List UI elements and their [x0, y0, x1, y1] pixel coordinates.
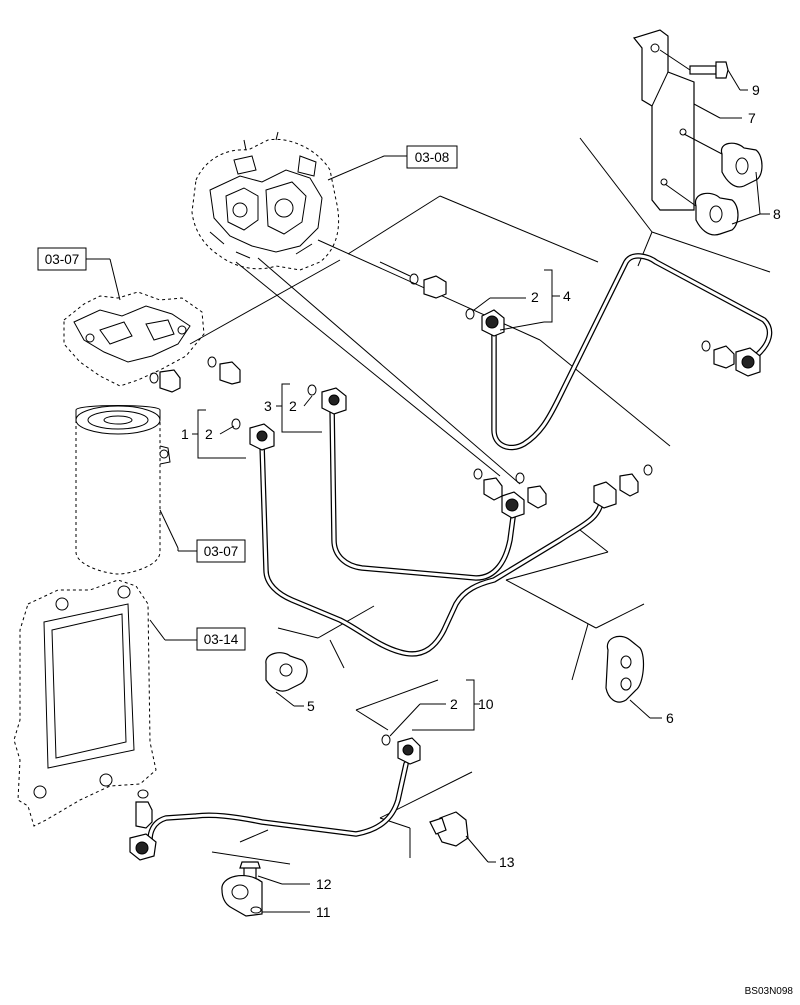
- callout-3: 3: [264, 398, 272, 414]
- callout-5: 5: [307, 698, 315, 714]
- pump-reference-label: 03-08: [384, 145, 458, 169]
- filter-head-drawing: [63, 259, 341, 387]
- tube-4: [491, 253, 773, 451]
- callout-12: 12: [316, 876, 332, 892]
- filter-head-reference-text: 03-07: [45, 252, 80, 267]
- filter-reference-label: 03-07: [177, 539, 246, 563]
- callout-11: 11: [316, 904, 331, 920]
- tube-1: [259, 441, 605, 657]
- tube-3: [329, 401, 517, 581]
- oil-cooler-drawing: [13, 579, 197, 827]
- filter-canister-drawing: [75, 405, 179, 575]
- cooler-reference-label: 03-14: [196, 627, 246, 651]
- callout-2-c: 2: [205, 426, 213, 442]
- callout-2-a: 2: [531, 289, 539, 305]
- bolt-12-leader: [282, 883, 310, 913]
- callout-1: 1: [181, 426, 189, 442]
- callout-4: 4: [563, 288, 571, 304]
- filter-reference-text: 03-07: [204, 544, 239, 559]
- hydraulic-pump-drawing: [191, 131, 385, 271]
- callout-7: 7: [748, 110, 756, 126]
- callout-2-b: 2: [289, 398, 297, 414]
- callout-9: 9: [752, 82, 760, 98]
- cooler-reference-text: 03-14: [204, 632, 239, 647]
- figure-id: BS03N098: [745, 986, 794, 997]
- clamp-11-drawing: [221, 874, 282, 917]
- clip-5-drawing: [265, 652, 308, 707]
- callout-2-d: 2: [450, 696, 458, 712]
- clamp-8-drawing: [664, 133, 763, 236]
- bolt-9-drawing: [659, 49, 729, 79]
- pump-reference-text: 03-08: [415, 150, 450, 165]
- callout-6: 6: [666, 710, 674, 726]
- callout-numbers: 9 7 8 4 2 3 2 1 2 5 6 10 2 13 12 11: [181, 82, 781, 920]
- fittings: [129, 273, 761, 861]
- callout-leaders: [192, 69, 770, 863]
- bracket-drawing: [632, 29, 695, 211]
- clip-6-drawing: [605, 635, 651, 719]
- clamp-13-drawing: [429, 811, 489, 863]
- tube-10: [147, 761, 409, 843]
- callout-8: 8: [773, 206, 781, 222]
- callout-13: 13: [499, 854, 515, 870]
- callout-10: 10: [478, 696, 494, 712]
- filter-head-reference-label: 03-07: [37, 247, 121, 301]
